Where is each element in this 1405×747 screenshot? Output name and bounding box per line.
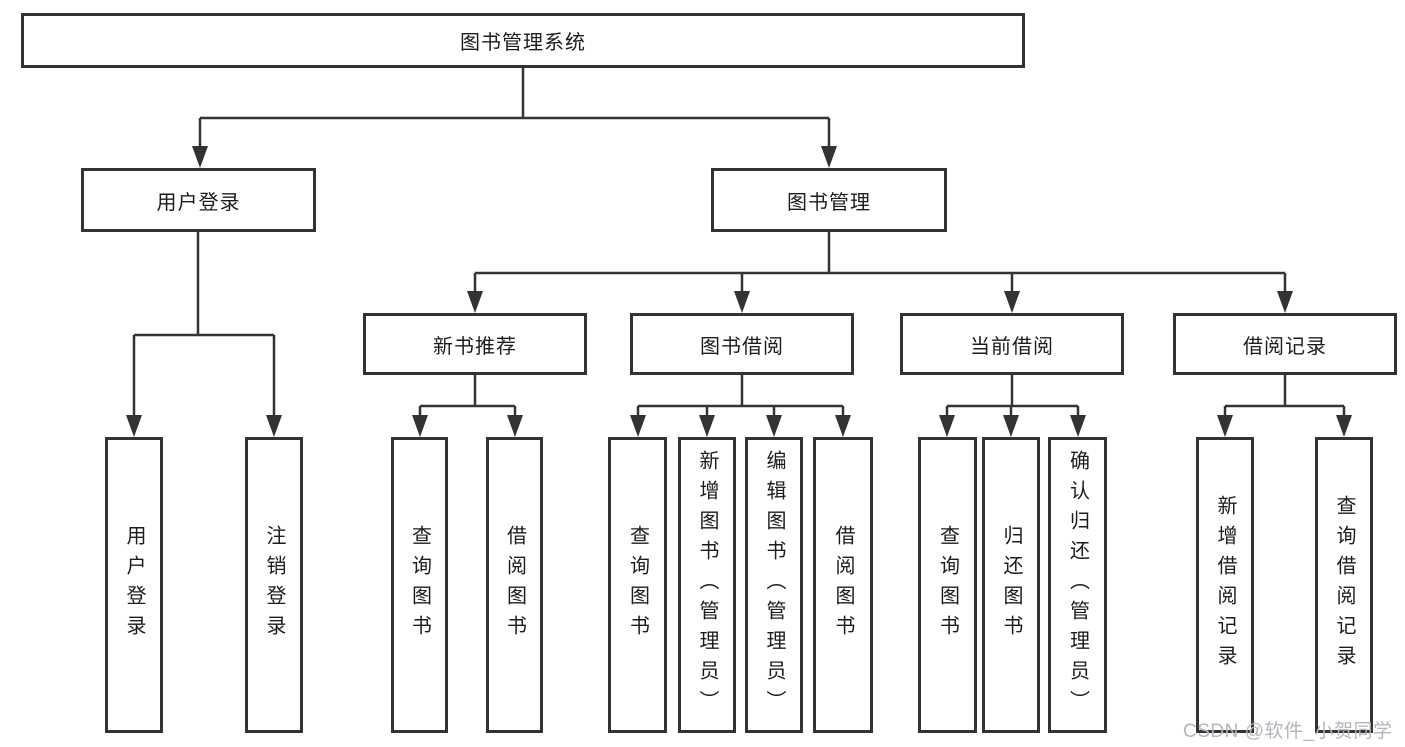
node-label: 图书借阅 — [700, 335, 784, 358]
leaf-user-login: 用户登录 — [105, 437, 163, 733]
leaf-query-books-borrow: 查询图书 — [608, 437, 667, 733]
node-new-book-recommend: 新书推荐 — [363, 313, 587, 375]
leaf-add-borrow-record: 新增借阅记录 — [1196, 437, 1254, 733]
leaf-confirm-return-admin: 确认归还（管理员） — [1048, 437, 1107, 733]
node-label: 新增图书（管理员） — [696, 450, 718, 720]
node-label: 借阅图书 — [503, 525, 526, 645]
node-label: 当前借阅 — [970, 335, 1054, 358]
node-label: 借阅记录 — [1243, 335, 1327, 358]
node-root-system: 图书管理系统 — [21, 13, 1025, 68]
node-current-borrow: 当前借阅 — [900, 313, 1124, 375]
leaf-borrow-books-recommend: 借阅图书 — [486, 437, 543, 733]
node-label: 注销登录 — [263, 525, 285, 645]
leaf-query-books-current: 查询图书 — [918, 437, 977, 733]
node-label: 查询图书 — [408, 525, 431, 645]
node-label: 图书管理系统 — [460, 32, 586, 54]
leaf-edit-books-admin: 编辑图书（管理员） — [745, 437, 803, 733]
leaf-query-books-recommend: 查询图书 — [391, 437, 448, 733]
node-label: 新书推荐 — [433, 335, 517, 358]
leaf-query-borrow-record: 查询借阅记录 — [1315, 437, 1373, 733]
node-label: 编辑图书（管理员） — [763, 450, 785, 720]
node-label: 查询图书 — [936, 525, 959, 645]
leaf-borrow-books: 借阅图书 — [813, 437, 873, 733]
node-book-management: 图书管理 — [711, 168, 947, 232]
leaf-logout: 注销登录 — [245, 437, 303, 733]
node-label: 归还图书 — [1000, 525, 1022, 645]
csdn-watermark: CSDN @软件_小贺同学 — [1183, 721, 1393, 742]
node-book-borrow: 图书借阅 — [630, 313, 854, 375]
node-borrow-records: 借阅记录 — [1173, 313, 1397, 375]
node-label: 新增借阅记录 — [1214, 495, 1236, 675]
leaf-return-books: 归还图书 — [982, 437, 1040, 733]
node-user-login: 用户登录 — [81, 168, 316, 232]
node-label: 查询图书 — [626, 525, 649, 645]
leaf-add-books-admin: 新增图书（管理员） — [678, 437, 736, 733]
node-label: 查询借阅记录 — [1333, 495, 1355, 675]
node-label: 借阅图书 — [832, 525, 854, 645]
node-label: 图书管理 — [787, 191, 871, 214]
node-label: 确认归还（管理员） — [1066, 450, 1089, 720]
node-label: 用户登录 — [123, 525, 145, 645]
node-label: 用户登录 — [156, 191, 241, 214]
